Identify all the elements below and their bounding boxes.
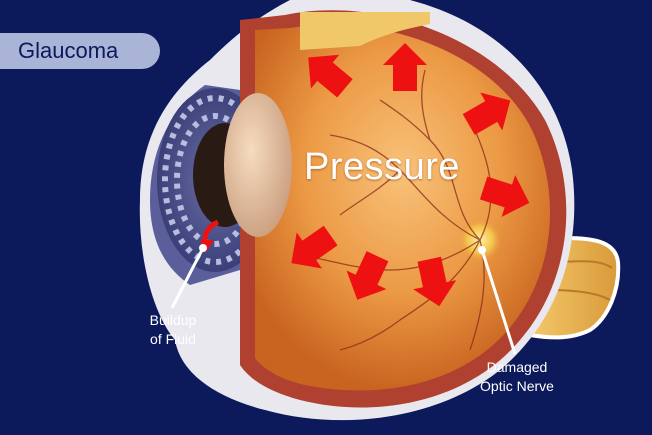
arrow-up-left <box>308 54 353 98</box>
arrow-up <box>383 43 427 91</box>
pressure-arrows <box>291 43 530 307</box>
title-badge: Glaucoma <box>0 33 160 69</box>
arrow-up-right <box>462 92 511 135</box>
fluid-label-line-2: of Fluid <box>150 331 196 347</box>
lens <box>224 93 292 237</box>
nerve-label-line-2: Optic Nerve <box>480 378 554 394</box>
arrow-down-left <box>291 225 338 269</box>
arrow-down-left-2 <box>346 251 389 300</box>
nerve-label-line-1: Damaged <box>486 359 548 375</box>
nerve-leader-line <box>480 249 517 355</box>
fluid-buildup-label: Buildup of Fluid <box>118 311 228 349</box>
damaged-nerve-label: Damaged Optic Nerve <box>462 358 572 396</box>
fluid-label-line-1: Buildup <box>149 312 197 328</box>
arrow-down <box>413 256 457 307</box>
arrow-right <box>479 175 530 217</box>
fluid-leader-line <box>170 247 205 309</box>
pressure-label: Pressure <box>304 146 461 188</box>
